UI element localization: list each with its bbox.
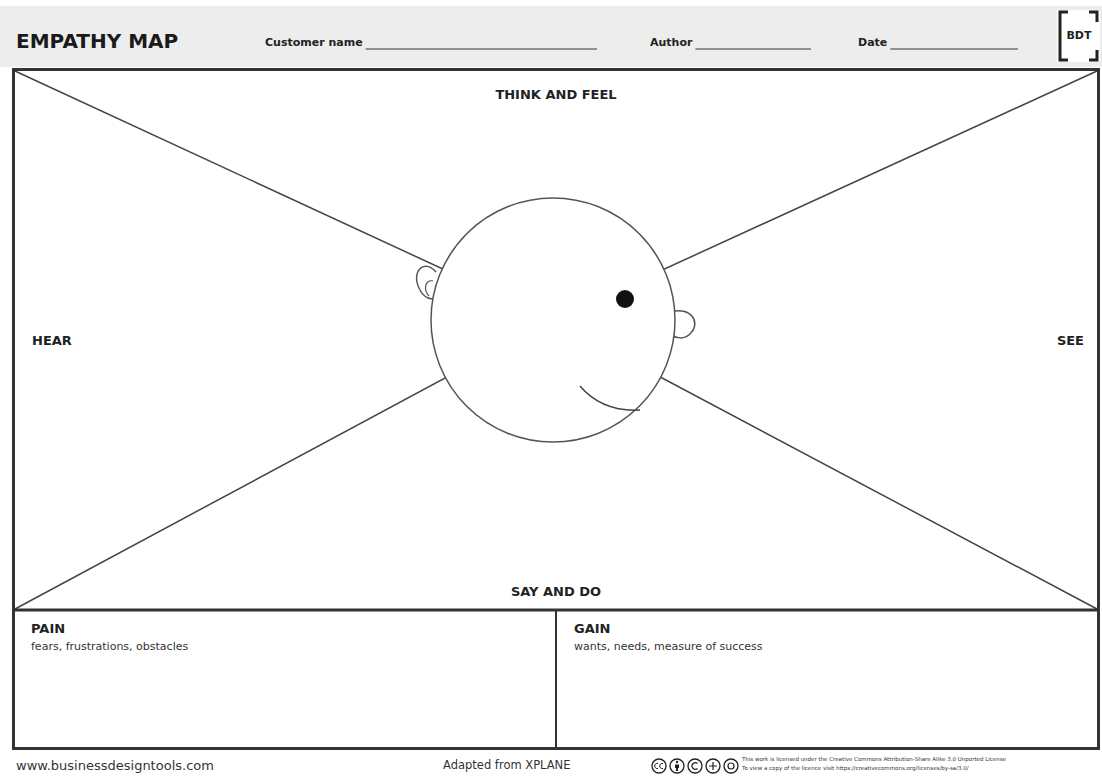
header-band (0, 6, 1102, 67)
section-title: SAY AND DO (511, 584, 601, 600)
footer-credit: Adapted from XPLANE (443, 759, 571, 773)
section-title: THINK AND FEEL (495, 87, 616, 103)
license-icon (652, 759, 666, 773)
section-title: SEE (1057, 333, 1084, 349)
field-label: Customer name (265, 36, 363, 49)
license-icon (670, 759, 684, 773)
license-icon (728, 763, 734, 769)
license-icon (655, 763, 663, 768)
footer-url: www.businessdesigntools.com (16, 758, 214, 774)
license-icon (709, 762, 717, 770)
section-title: GAIN (574, 621, 1081, 637)
field-underline (890, 49, 1018, 50)
map-region: THINK AND FEEL (495, 87, 616, 103)
license-icon (724, 759, 738, 773)
license-icon (688, 759, 702, 773)
section-hint: wants, needs, measure of success (574, 640, 1081, 653)
field-underline (695, 49, 811, 50)
license-icon (675, 765, 679, 772)
logo-ground (1057, 10, 1100, 62)
field-underline (366, 49, 597, 50)
gain-panel: GAIN wants, needs, measure of success (558, 612, 1097, 747)
section-hint: fears, frustrations, obstacles (31, 640, 538, 653)
field-label: Author (650, 36, 692, 49)
map-region: HEAR (32, 333, 72, 349)
license-icon (692, 763, 697, 770)
logo-text: BDT (1066, 29, 1091, 42)
section-title: PAIN (31, 621, 538, 637)
map-frame (14, 70, 1099, 749)
face-smile (580, 386, 640, 410)
section-title: HEAR (32, 333, 72, 349)
pain-panel: PAIN fears, frustrations, obstacles (15, 612, 554, 747)
face-ear (426, 281, 433, 296)
license-icons (652, 759, 738, 773)
face-head (431, 198, 675, 442)
license-icon (676, 761, 678, 763)
map-region: SAY AND DO (511, 584, 601, 600)
license-note: This work is licensed under the Creative… (742, 756, 1006, 762)
license-note: To view a copy of the licence visit http… (742, 765, 969, 771)
face-eye (616, 290, 634, 308)
map-region: SEE (1057, 333, 1084, 349)
section-divider (555, 610, 557, 748)
license-icon (706, 759, 720, 773)
field-label: Date (858, 36, 887, 49)
map-title: EMPATHY MAP (16, 29, 178, 53)
